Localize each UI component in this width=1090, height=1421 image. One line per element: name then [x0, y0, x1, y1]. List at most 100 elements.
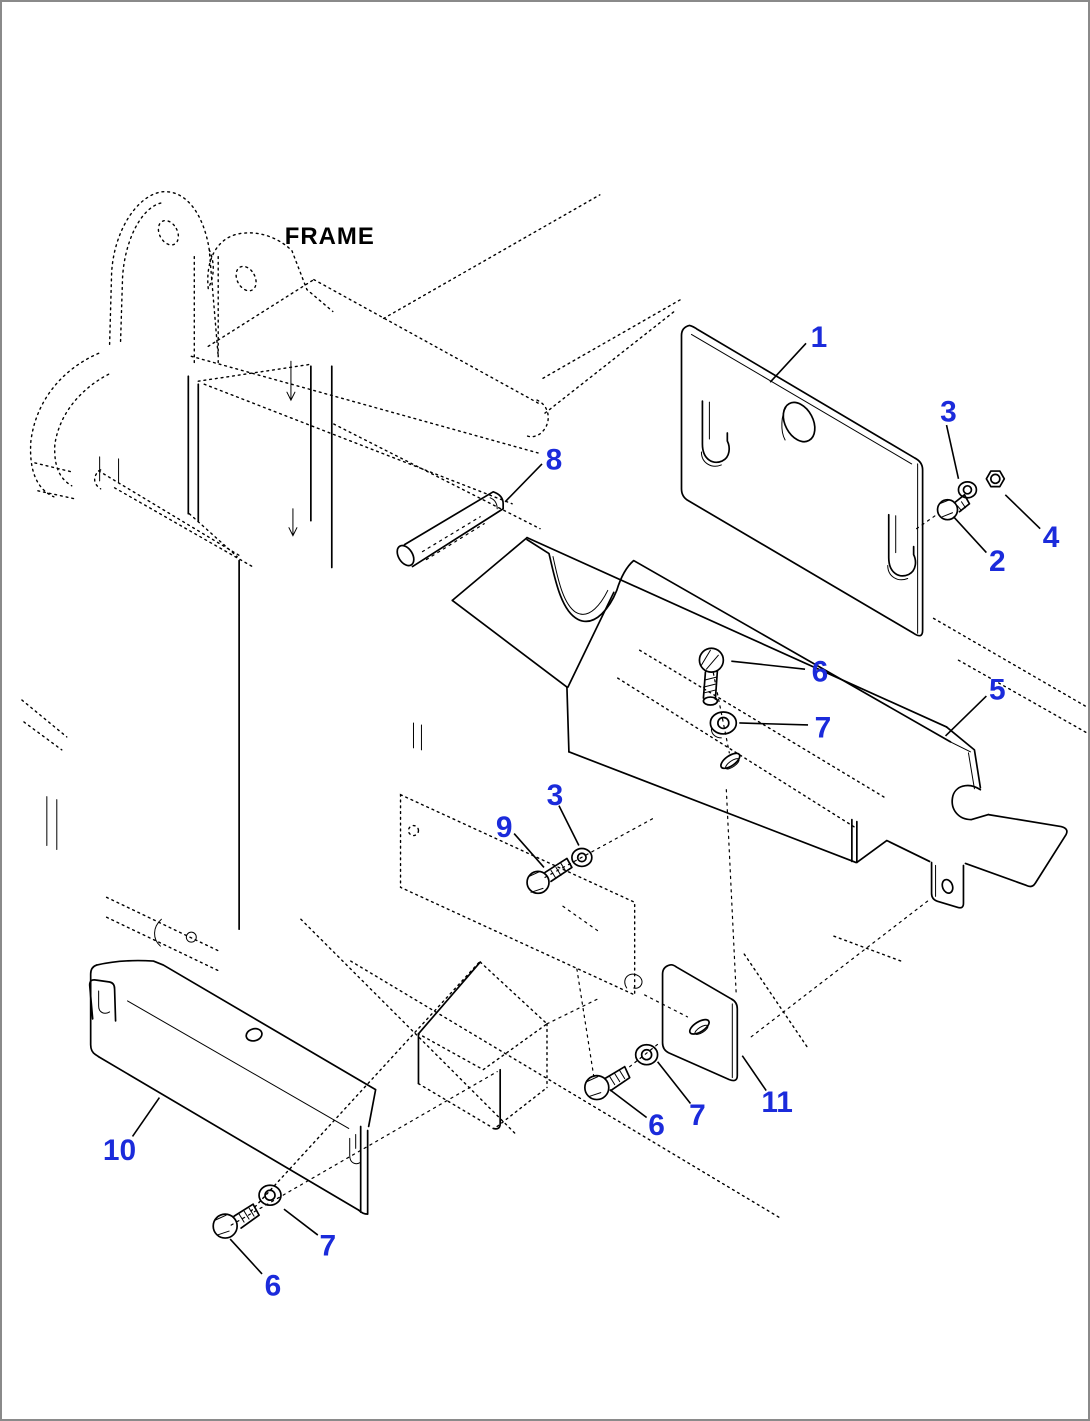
part-number-3[interactable]: 3	[547, 779, 564, 812]
callout-1: 1	[769, 321, 828, 383]
frame-box-edge	[492, 1068, 502, 1130]
washer-7-lower-center	[634, 1043, 659, 1066]
part-5-web-bottom-edge	[568, 751, 857, 864]
frame-hook-inner	[54, 373, 110, 487]
part-number-11[interactable]: 11	[761, 1086, 793, 1119]
bolt-6-lc-head	[584, 1074, 610, 1101]
part-10-hole	[245, 1027, 263, 1042]
nut-4-hole	[990, 473, 1001, 485]
part-number-7[interactable]: 7	[689, 1099, 706, 1132]
part-number-1[interactable]: 1	[811, 321, 828, 354]
callout-9: 9	[496, 811, 545, 868]
washer-7-mid	[709, 711, 738, 739]
part-5-edge-join	[950, 741, 971, 753]
part-10-right-end	[357, 1125, 369, 1215]
part-10-left-edge	[89, 964, 100, 1058]
part-number-6[interactable]: 6	[265, 1269, 282, 1302]
part-number-2[interactable]: 2	[989, 545, 1006, 578]
frame-beam-edge	[190, 355, 539, 454]
washer-3-mid	[571, 847, 593, 868]
leader-line	[741, 1055, 767, 1092]
frame-tick	[99, 456, 120, 484]
part-number-10[interactable]: 10	[103, 1134, 136, 1167]
part-number-6[interactable]: 6	[812, 656, 829, 689]
frame-squiggle-mark	[624, 973, 643, 989]
bolt-6-mid	[698, 647, 725, 706]
frame-box-edge	[417, 961, 549, 1071]
washer-7-mid-edge	[710, 728, 722, 739]
part-1-hole-inner	[781, 406, 787, 441]
part-number-9[interactable]: 9	[496, 811, 513, 844]
centerline-6-lc	[629, 1042, 661, 1068]
leader-line	[513, 833, 545, 868]
frame-ear-left-hole	[157, 219, 180, 246]
callout-7-lower-left: 7	[283, 1208, 336, 1263]
washer-3-mid-inner	[576, 852, 587, 863]
part-11-plate	[661, 963, 739, 1082]
part-10-tab	[88, 979, 117, 1022]
part-10-bottom-edge	[97, 1055, 360, 1212]
part-8-end-double	[489, 497, 498, 510]
frame-rail-upper	[544, 309, 677, 414]
assembly-centerlines	[230, 514, 938, 1226]
frame-ear-right-hole	[235, 265, 257, 292]
part-5-bent-tab-hole	[941, 878, 954, 894]
frame-rail-behind	[617, 677, 858, 830]
callout-3-mid: 3	[547, 779, 580, 846]
part-number-4[interactable]: 4	[1043, 521, 1060, 554]
part-number-6[interactable]: 6	[648, 1109, 665, 1142]
part-1-plate	[680, 324, 924, 637]
frame-outline	[21, 191, 1088, 1220]
frame-tick	[412, 722, 422, 751]
frame-ear-left-inner	[119, 202, 163, 343]
bolt-2-threads	[956, 501, 966, 512]
nut-4-hex	[985, 470, 1006, 488]
callout-7-lower-center: 7	[656, 1061, 706, 1132]
part-11-slot	[688, 1018, 710, 1035]
leader-line	[731, 660, 806, 670]
part-number-5[interactable]: 5	[989, 674, 1006, 707]
centerline-9-3	[562, 905, 601, 933]
part-10-top-edge	[95, 959, 377, 1128]
frame-beam-edge	[207, 278, 315, 348]
washer-7-ll-outer	[258, 1184, 282, 1207]
bolt-6-lower-left	[212, 1203, 260, 1239]
callout-2: 2	[952, 516, 1006, 578]
part-5-left-end-edge	[451, 599, 568, 688]
part-number-8[interactable]: 8	[546, 443, 563, 476]
bolt-6-mid-tip	[702, 696, 719, 706]
frame-rail-right	[932, 617, 1088, 708]
washer-7-lc-outer	[634, 1043, 659, 1066]
part-number-3[interactable]: 3	[940, 396, 957, 429]
callout-7-mid: 7	[739, 711, 831, 744]
bolt-2-head	[936, 498, 959, 521]
frame-lower-left-cap	[154, 918, 162, 947]
frame-edge-bit	[21, 699, 68, 738]
bolt-2-facets	[939, 499, 953, 518]
callout-5: 5	[944, 674, 1006, 737]
part-5-slot-hole	[720, 752, 741, 770]
bolt-6-lc-threads	[609, 1070, 626, 1086]
callout-6-lower-center: 6	[609, 1088, 665, 1142]
part-number-7[interactable]: 7	[319, 1230, 336, 1263]
bolt-6-mid-facets	[700, 649, 719, 670]
part-1-slot-left-foot	[700, 451, 722, 467]
frame-rail-behind	[638, 649, 888, 800]
frame-hook-step	[34, 462, 73, 473]
frame-edge-bit	[23, 721, 63, 751]
centerline-box	[644, 994, 689, 1018]
part-5-back-edge	[526, 536, 948, 728]
frame-rail-behind	[833, 935, 905, 963]
axis-arrow	[286, 360, 296, 402]
centerline-box	[546, 997, 601, 1025]
part-number-7[interactable]: 7	[815, 711, 832, 744]
washer-7-ll-inner	[264, 1189, 276, 1202]
part-8-hatch	[425, 523, 485, 561]
leader-line	[1004, 494, 1041, 530]
frame-box-edge	[417, 961, 482, 1035]
bolt-9-head	[526, 870, 550, 895]
frame-beam-edge	[333, 423, 541, 530]
callout-8: 8	[504, 443, 563, 503]
part-1-hole	[782, 401, 816, 443]
bolt-6-mid-threads	[702, 676, 717, 694]
